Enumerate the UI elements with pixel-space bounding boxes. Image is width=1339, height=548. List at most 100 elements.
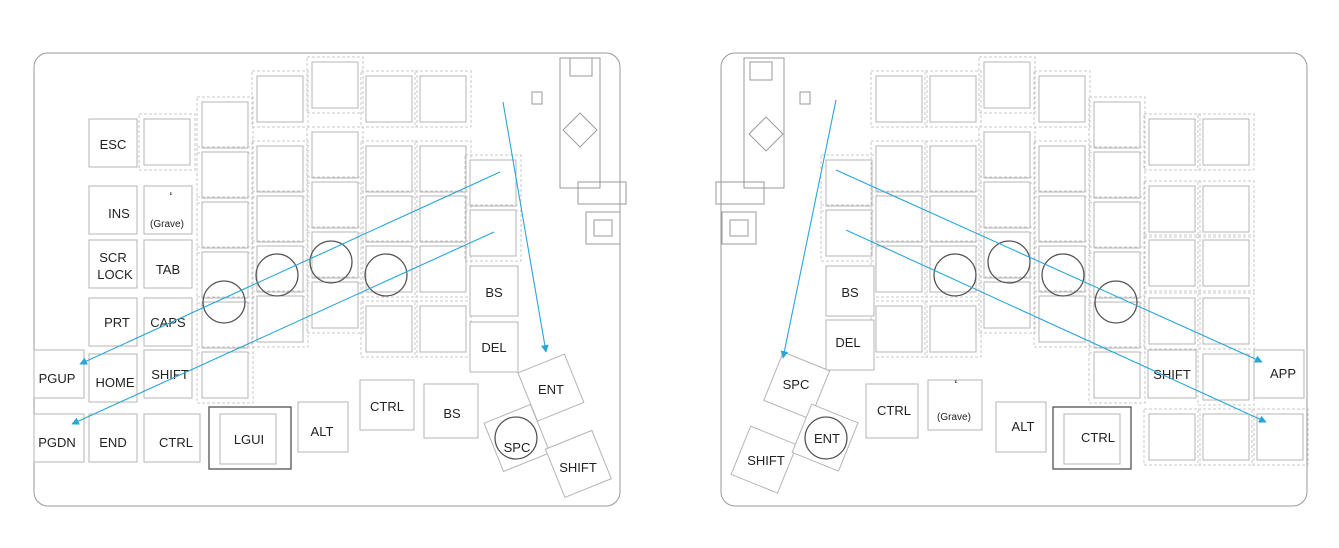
switch-socket — [251, 70, 309, 128]
keycap-blank — [419, 195, 467, 243]
keycap-blank — [201, 201, 249, 249]
switch-socket — [360, 70, 418, 128]
left-key-tab: TAB — [143, 239, 193, 289]
keycap-blank — [256, 75, 304, 123]
keycap-blank — [983, 181, 1031, 229]
keycap-blank — [1038, 245, 1086, 293]
keycap-blank — [365, 305, 413, 353]
right-key-ctrl: CTRL — [865, 383, 919, 439]
key-label: BS — [841, 285, 859, 300]
left-key-caps: CAPS — [143, 297, 193, 347]
key-label: END — [99, 435, 126, 450]
switch-socket — [1143, 113, 1201, 171]
keycap-blank — [875, 305, 923, 353]
right-arrow-lower — [845, 229, 1267, 423]
key-label: CTRL — [877, 403, 911, 418]
left-key-pgup: PGUP — [33, 349, 85, 399]
key-label: SCR — [99, 250, 126, 265]
keycap-blank — [1093, 201, 1141, 249]
switch-socket — [306, 276, 364, 334]
keycap-blank — [143, 118, 191, 166]
key-label: CTRL — [370, 399, 404, 414]
keycap-blank — [875, 245, 923, 293]
key-label: (Grave) — [937, 412, 971, 423]
right-key-grave: ‘ (Grave) — [927, 377, 983, 431]
keycap-blank — [256, 145, 304, 193]
left-key-alt: ALT — [297, 401, 349, 453]
key-label: ESC — [100, 137, 127, 152]
keycap-blank — [201, 251, 249, 299]
left-arrow-pgup — [79, 171, 501, 365]
right-key-shift: SHIFT — [1147, 349, 1197, 399]
key-label: CAPS — [150, 315, 186, 330]
keycap-blank — [1093, 101, 1141, 149]
keycap-blank — [419, 75, 467, 123]
left-ring-1 — [202, 280, 246, 324]
switch-socket — [1197, 234, 1255, 292]
keycap-blank — [365, 145, 413, 193]
switch-socket — [924, 70, 982, 128]
keycap-blank — [311, 181, 359, 229]
right-ring-3 — [1041, 253, 1085, 297]
key-label: PRT — [104, 315, 130, 330]
key-label: SHIFT — [151, 367, 189, 382]
keycap-blank — [1202, 297, 1250, 345]
left-controller-module — [531, 57, 627, 245]
right-arrow-app — [835, 169, 1263, 363]
switch-socket — [414, 300, 472, 358]
keycap-blank — [929, 75, 977, 123]
right-arrow-spc — [780, 99, 837, 359]
left-key-scr-lock: SCR LOCK — [88, 239, 138, 289]
switch-socket — [1197, 180, 1255, 238]
key-label: SHIFT — [747, 453, 785, 468]
keycap-blank — [311, 61, 359, 109]
left-key-spc — [483, 403, 551, 473]
right-key-alt: ALT — [995, 401, 1047, 453]
right-half: BS DEL SPC SHIFT ENT CTRL ‘ (Grave) — [715, 52, 1309, 507]
key-label: DEL — [835, 335, 860, 350]
switch-socket — [1197, 348, 1255, 406]
left-ring-2 — [255, 253, 299, 297]
key-label: PGDN — [38, 435, 76, 450]
key-label: TAB — [156, 262, 180, 277]
keycap-blank — [201, 351, 249, 399]
right-key-app: APP — [1253, 349, 1305, 399]
left-key-ins: INS — [88, 185, 138, 235]
keycap-blank — [311, 131, 359, 179]
left-encoder-spc — [494, 416, 538, 460]
key-label: INS — [108, 206, 130, 221]
key-label: BS — [485, 285, 503, 300]
key-label: APP — [1270, 366, 1296, 381]
keycap-blank — [201, 301, 249, 349]
left-key-end: END — [88, 413, 138, 463]
switch-socket — [196, 346, 254, 404]
left-key-esc: ESC — [88, 118, 138, 168]
left-key-ctrl-thumb: CTRL — [359, 379, 415, 431]
key-label: SPC — [504, 440, 531, 455]
keycap-blank — [875, 75, 923, 123]
keycap-blank — [256, 195, 304, 243]
key-label: ‘ — [170, 189, 173, 204]
key-label: LOCK — [97, 267, 133, 282]
key-label: BS — [443, 406, 461, 421]
switch-socket — [1197, 113, 1255, 171]
right-encoder-ent — [804, 416, 848, 460]
keycap-blank — [1202, 185, 1250, 233]
keycap-blank — [1148, 413, 1196, 461]
keycap-blank — [983, 281, 1031, 329]
switch-socket — [1197, 408, 1255, 466]
key-label: SPC — [783, 377, 810, 392]
keycap-blank — [419, 245, 467, 293]
keycap-blank — [201, 151, 249, 199]
keycap-blank — [256, 295, 304, 343]
keycap-blank — [1038, 195, 1086, 243]
switch-socket — [251, 290, 309, 348]
switch-socket — [1033, 290, 1091, 348]
right-ring-4 — [1094, 280, 1138, 324]
right-controller-module — [715, 57, 811, 245]
keycap-blank — [311, 281, 359, 329]
keycap-blank — [1202, 239, 1250, 287]
switch-socket — [924, 240, 982, 298]
keycap-blank — [1148, 118, 1196, 166]
